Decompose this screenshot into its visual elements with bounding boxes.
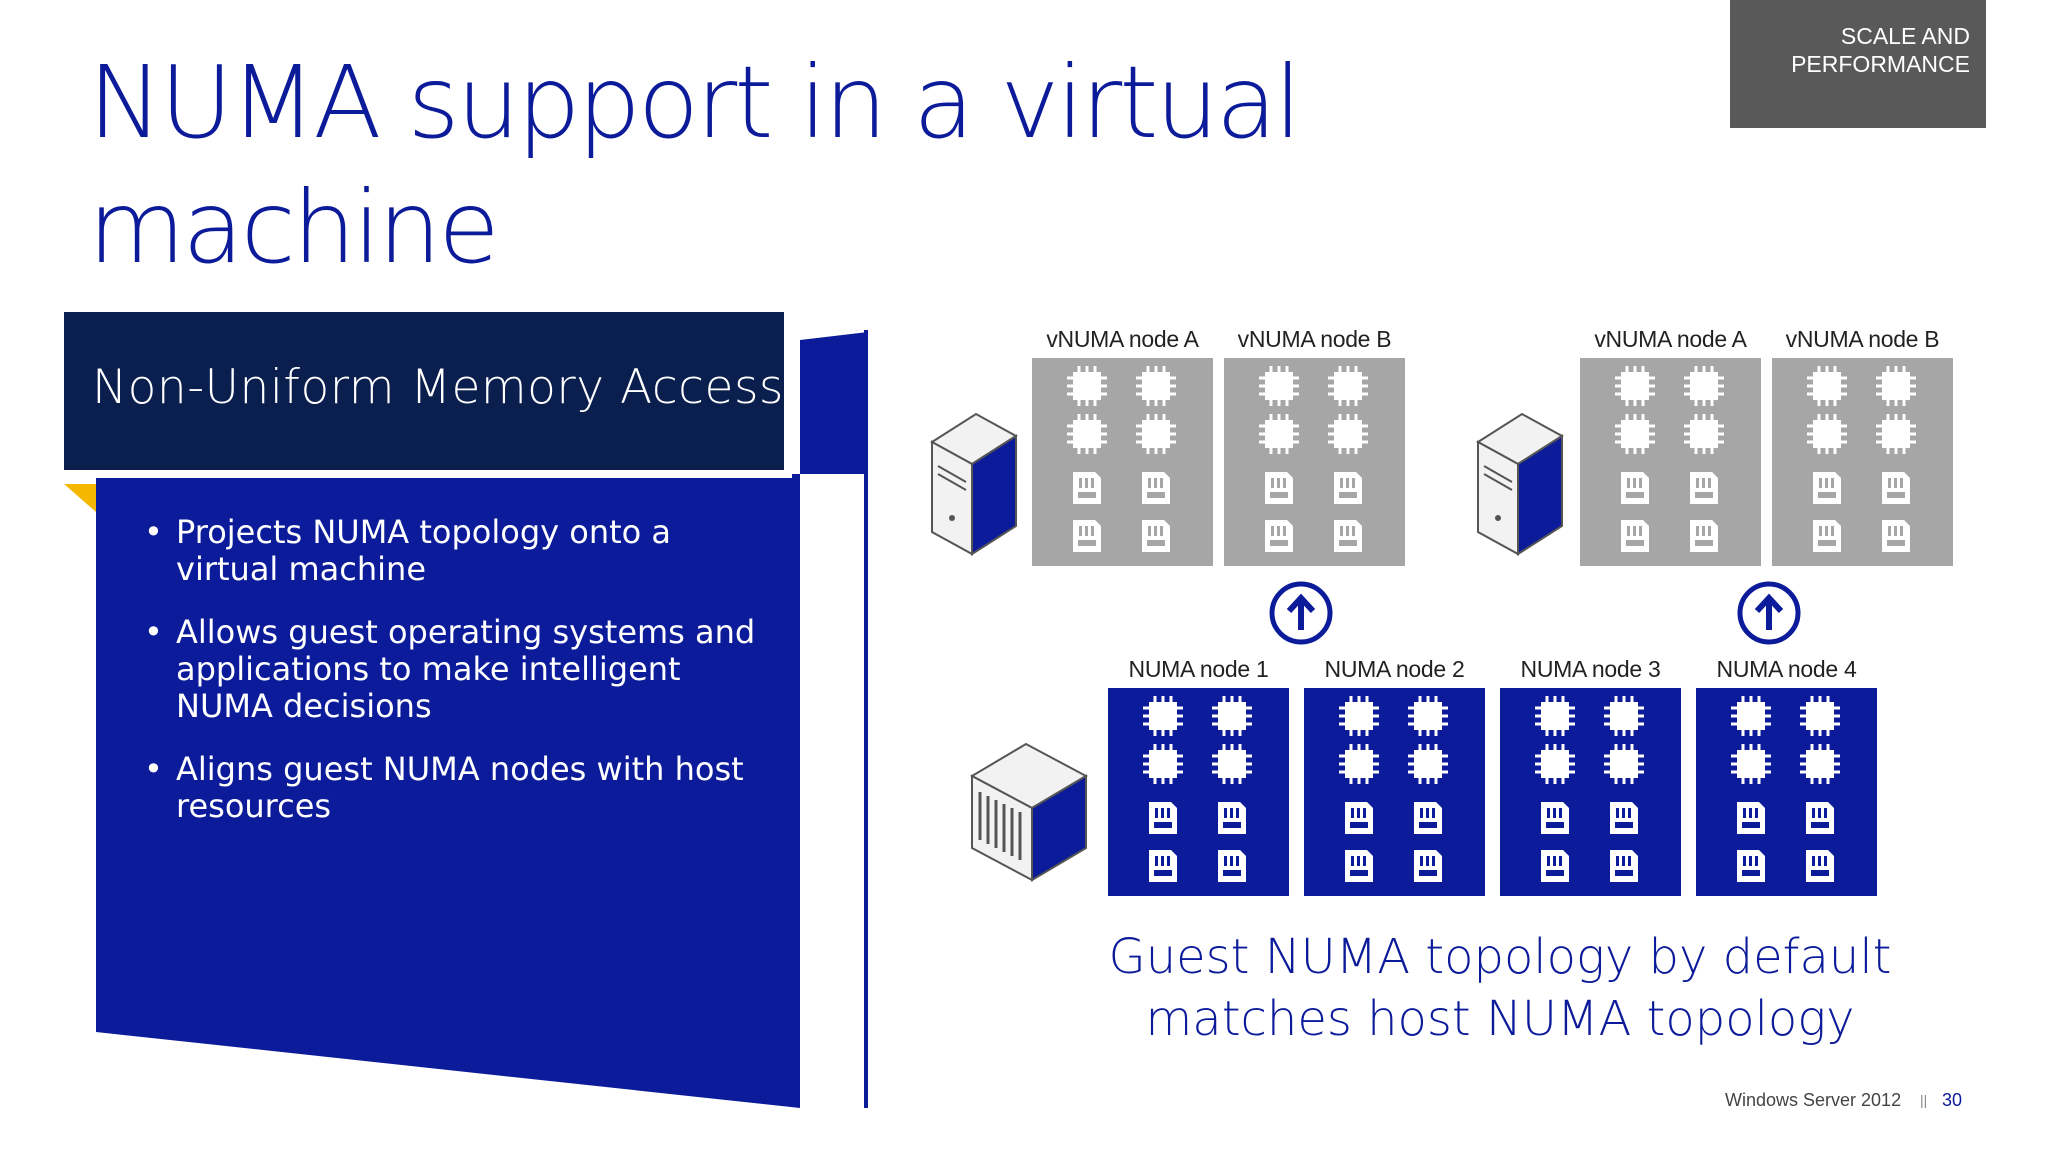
numa-label-4: NUMA node 4 <box>1716 656 1857 682</box>
category-badge: SCALE AND PERFORMANCE <box>1730 0 1986 128</box>
panel-header-text: Non-Uniform Memory Access <box>92 360 784 415</box>
vnuma-node-vm2-b <box>1772 358 1953 566</box>
numa-node-3 <box>1500 688 1681 896</box>
footer-separator: || <box>1920 1092 1928 1108</box>
bullet-item: Aligns guest NUMA nodes with host resour… <box>140 751 780 825</box>
panel-header-box: Non-Uniform Memory Access <box>64 312 784 470</box>
vnuma-node-vm1-a <box>1032 358 1213 566</box>
numa-label-2: NUMA node 2 <box>1324 656 1465 682</box>
bullet-list: Projects NUMA topology onto a virtual ma… <box>140 514 780 851</box>
host-server-icon <box>969 742 1089 882</box>
category-line2: PERFORMANCE <box>1791 51 1970 77</box>
bullet-item: Projects NUMA topology onto a virtual ma… <box>140 514 780 588</box>
vnuma-node-vm2-a <box>1580 358 1761 566</box>
tower-server-icon <box>930 412 1018 556</box>
vnuma-label-vm2-a: vNUMA node A <box>1594 326 1747 352</box>
vnuma-label-vm1-b: vNUMA node B <box>1237 326 1392 352</box>
category-line1: SCALE AND <box>1840 23 1970 49</box>
slide-title-line1: NUMA support in a virtual <box>88 44 1302 161</box>
numa-label-1: NUMA node 1 <box>1128 656 1269 682</box>
numa-node-2 <box>1304 688 1485 896</box>
footer-product: Windows Server 2012 <box>1725 1090 1902 1110</box>
arrow-up-circle-icon <box>1737 581 1801 645</box>
caption-line2: matches host NUMA topology <box>1145 991 1855 1047</box>
corner-accent <box>64 484 96 512</box>
slide-title-line2: machine <box>88 169 500 286</box>
arrow-up-circle-icon <box>1269 581 1333 645</box>
numa-node-4 <box>1696 688 1877 896</box>
bullet-item: Allows guest operating systems and appli… <box>140 614 780 725</box>
page-number: 30 <box>1942 1090 1963 1110</box>
numa-node-1 <box>1108 688 1289 896</box>
tower-server-icon <box>1476 412 1564 556</box>
caption-line1: Guest NUMA topology by default <box>1108 929 1892 985</box>
diagram-caption: Guest NUMA topology by default matches h… <box>1050 926 1950 1050</box>
vnuma-label-vm1-a: vNUMA node A <box>1046 326 1199 352</box>
vnuma-node-vm1-b <box>1224 358 1405 566</box>
slide-title: NUMA support in a virtual machine <box>88 40 1388 290</box>
numa-label-3: NUMA node 3 <box>1520 656 1661 682</box>
vnuma-label-vm2-b: vNUMA node B <box>1785 326 1940 352</box>
